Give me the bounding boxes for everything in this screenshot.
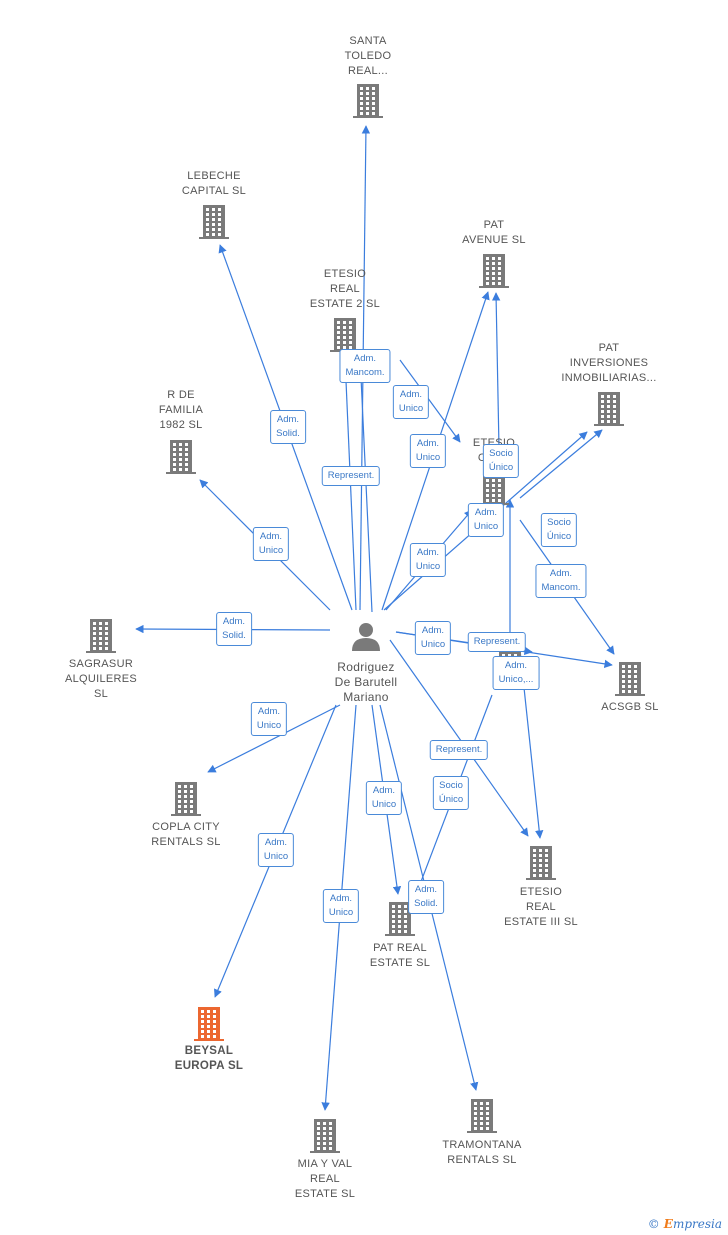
company-label-beysal[interactable]: BEYSAL EUROPA SL: [174, 1045, 244, 1072]
building-icon[interactable]: [526, 846, 556, 880]
building-icon[interactable]: [199, 205, 229, 239]
company-label-copla[interactable]: COPLA CITY RENTALS SL: [151, 821, 221, 848]
relation-edge: [399, 359, 461, 443]
company-label-tramontana[interactable]: TRAMONTANA RENTALS SL: [442, 1139, 522, 1166]
building-icon[interactable]: [330, 318, 360, 352]
company-label-etesio-2[interactable]: ETESIO REAL ESTATE 2 SL: [309, 268, 381, 310]
company-label-lebeche[interactable]: LEBECHE CAPITAL SL: [181, 170, 247, 197]
company-label-pat-avenue[interactable]: PAT AVENUE SL: [462, 219, 526, 246]
building-icon[interactable]: [385, 902, 415, 936]
building-icon[interactable]: [594, 392, 624, 426]
company-label-pat-real[interactable]: PAT REAL ESTATE SL: [369, 942, 431, 969]
relation-label: Adm. Solid.: [216, 612, 252, 646]
brand-initial: E: [663, 1217, 673, 1231]
relation-edge: [207, 704, 341, 773]
company-label-mia-val[interactable]: MIA Y VAL REAL ESTATE SL: [294, 1158, 356, 1200]
relation-label: Adm. Unico: [467, 503, 505, 537]
building-icon[interactable]: [194, 1007, 224, 1041]
relation-label: Adm. Unico: [252, 527, 290, 561]
building-icon[interactable]: [467, 1099, 497, 1133]
relation-label: Represent.: [321, 466, 381, 486]
company-label-santa-toledo[interactable]: SANTA TOLEDO REAL...: [344, 35, 392, 77]
relation-label: Socio Único: [482, 444, 520, 478]
relation-label: Adm. Mancom.: [535, 564, 587, 598]
icons-layer: [86, 84, 645, 1153]
relation-label: Adm. Solid.: [270, 410, 306, 444]
person-icon[interactable]: [352, 623, 380, 651]
relation-label: Adm. Unico,...: [492, 656, 540, 690]
company-label-etesio-3[interactable]: ETESIO REAL ESTATE III SL: [504, 886, 578, 928]
relation-label: Adm. Unico: [250, 702, 288, 736]
person-label[interactable]: Rodriguez De Barutell Mariano: [334, 660, 398, 704]
relation-label: Socio Único: [432, 776, 470, 810]
building-icon[interactable]: [166, 440, 196, 474]
relation-label: Adm. Unico: [414, 621, 452, 655]
company-label-sagrasur[interactable]: SAGRASUR ALQUILERES SL: [64, 658, 138, 700]
relation-label: Adm. Unico: [365, 781, 403, 815]
relation-edge: [389, 639, 529, 837]
relation-label: Socio Único: [540, 513, 578, 547]
building-icon[interactable]: [310, 1119, 340, 1153]
relation-label: Adm. Unico: [392, 385, 430, 419]
brand-watermark: ©Empresia: [648, 1217, 722, 1231]
relation-label: Represent.: [429, 740, 489, 760]
building-icon[interactable]: [353, 84, 383, 118]
building-icon[interactable]: [479, 254, 509, 288]
building-icon[interactable]: [615, 662, 645, 696]
building-icon[interactable]: [86, 619, 116, 653]
building-icon[interactable]: [171, 782, 201, 816]
company-label-r-de-familia[interactable]: R DE FAMILIA 1982 SL: [158, 389, 204, 431]
relation-edge: [519, 429, 603, 499]
copyright-icon: ©: [647, 1217, 660, 1231]
relation-label: Adm. Unico: [257, 833, 295, 867]
relation-label: Represent.: [467, 632, 527, 652]
company-label-acsgb[interactable]: ACSGB SL: [601, 701, 659, 713]
relation-label: Adm. Unico: [409, 434, 447, 468]
brand-name: mpresia: [672, 1217, 722, 1231]
relation-label: Adm. Unico: [409, 543, 447, 577]
relation-label: Adm. Unico: [322, 889, 360, 923]
relation-label: Adm. Solid.: [408, 880, 444, 914]
company-label-pat-inversiones[interactable]: PAT INVERSIONES INMOBILIARIAS...: [561, 342, 657, 384]
relation-label: Adm. Mancom.: [339, 349, 391, 383]
